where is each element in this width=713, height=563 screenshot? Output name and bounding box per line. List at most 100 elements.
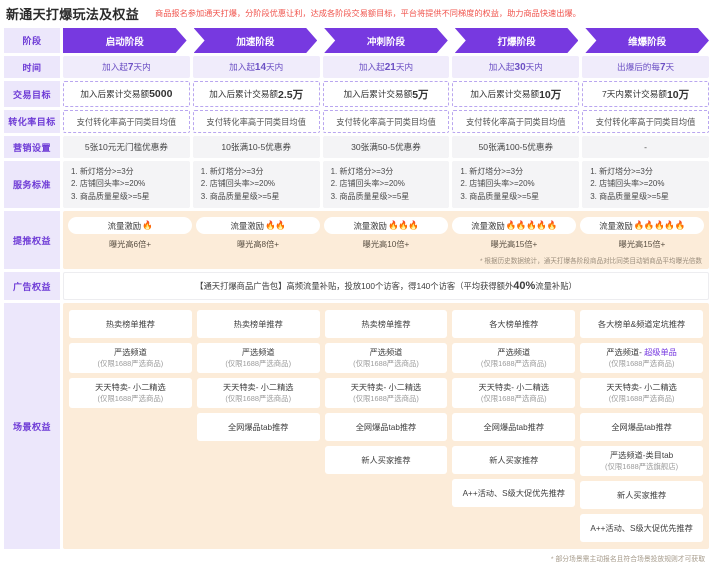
scene-card-title: 天天特卖- 小二精选 xyxy=(95,383,166,393)
scene-card-subtitle: (仅限1688严选商品) xyxy=(353,359,419,369)
scene-card-title: A++活动、S级大促优先推荐 xyxy=(462,488,565,498)
traffic-exposure-text: 曝光高10倍+ xyxy=(362,240,410,250)
traffic-exposure-text: 曝光高8倍+ xyxy=(236,240,280,250)
service-standard-line: 3. 商品质量星级>=5星 xyxy=(200,191,280,201)
scene-card-subtitle: (仅限1688严选商品) xyxy=(225,359,292,369)
scene-card-subtitle: (仅限1688严选商品) xyxy=(97,394,164,404)
service-standard-line: 1. 新灯塔分>=3分 xyxy=(200,167,264,176)
marketing-cell-4: 50张满100-5优惠券 xyxy=(452,136,580,158)
stage-chevron-2[interactable]: 加速阶段 xyxy=(194,28,318,53)
service-standard-line: 2. 店铺回头率>=20% xyxy=(460,179,535,189)
service-standard-line: 1. 新灯塔分>=3分 xyxy=(330,167,394,176)
scene-card[interactable]: 各大榜单&频道定坑推荐 xyxy=(580,310,703,339)
scene-card[interactable]: 全网爆品tab推荐 xyxy=(196,413,320,442)
row-scene-rights: 场景权益 热卖榜单推荐严选频道(仅限1688严选商品)天天特卖- 小二精选(仅限… xyxy=(4,303,709,550)
scene-card[interactable]: 热卖榜单推荐 xyxy=(196,310,320,339)
scene-card[interactable]: 严选频道- 超级单品(仅限1688严选商品) xyxy=(580,343,703,374)
fire-icon: 🔥🔥 xyxy=(265,220,286,231)
scene-card[interactable]: 天天特卖- 小二精选(仅限1688严选商品) xyxy=(580,378,703,409)
scene-card[interactable]: 热卖榜单推荐 xyxy=(324,310,448,339)
traffic-cell-2: 流量激励🔥🔥曝光高8倍+ xyxy=(196,217,320,250)
fire-icon: 🔥🔥🔥🔥🔥 xyxy=(505,220,558,231)
scene-card[interactable]: A++活动、S级大促优先推荐 xyxy=(452,479,576,508)
marketing-cell-5: - xyxy=(582,136,709,158)
conversion-goal-cell-2: 支付转化率高于同类目均值 xyxy=(192,110,320,133)
service-standard-line: 3. 商品质量星级>=5星 xyxy=(590,191,669,201)
scene-card-title: 严选频道 xyxy=(114,348,147,358)
scene-card-title: 全网爆品tab推荐 xyxy=(227,422,289,432)
service-standard-line: 3. 商品质量星级>=5星 xyxy=(330,191,410,201)
stage-chevron-3[interactable]: 冲刺阶段 xyxy=(324,28,448,53)
scene-card-title: A++活动、S级大促优先推荐 xyxy=(590,523,693,533)
scene-card[interactable]: 天天特卖- 小二精选(仅限1688严选商品) xyxy=(324,378,448,409)
traffic-incentive-label: 流量激励 xyxy=(353,220,387,231)
traffic-cells: 流量激励🔥曝光高6倍+流量激励🔥🔥曝光高8倍+流量激励🔥🔥🔥曝光高10倍+流量激… xyxy=(68,217,704,250)
traffic-cell-4: 流量激励🔥🔥🔥🔥🔥曝光高15倍+ xyxy=(452,217,576,250)
traffic-exposure-text: 曝光高15倍+ xyxy=(490,240,538,250)
scene-card-title: 严选频道-类目tab xyxy=(609,451,674,461)
scene-card[interactable]: 天天特卖- 小二精选(仅限1688严选商品) xyxy=(452,378,576,409)
row-label-scene: 场景权益 xyxy=(4,303,60,550)
scene-card-title: 全网爆品tab推荐 xyxy=(611,422,672,432)
scene-card[interactable]: 严选频道(仅限1688严选商品) xyxy=(452,343,576,374)
traffic-exposure-text: 曝光高15倍+ xyxy=(618,240,666,250)
conversion-goal-cells: 支付转化率高于同类目均值支付转化率高于同类目均值支付转化率高于同类目均值支付转化… xyxy=(63,110,709,133)
row-label-time: 时间 xyxy=(4,56,60,78)
row-ad-rights: 广告权益 【通天打爆商品广告包】高频流量补贴，投放100个访客，得140个访客（… xyxy=(4,272,709,301)
service-standard-line: 3. 商品质量星级>=5星 xyxy=(460,191,540,201)
fire-icon: 🔥🔥🔥🔥🔥 xyxy=(633,220,686,231)
scene-card[interactable]: 新人买家推荐 xyxy=(452,446,576,475)
scene-card-subtitle: (仅限1688严选商品) xyxy=(608,394,675,404)
scene-card[interactable]: 严选频道(仅限1688严选商品) xyxy=(324,343,448,374)
traffic-cell-1: 流量激励🔥曝光高6倍+ xyxy=(68,217,192,250)
scene-card-title: 热卖榜单推荐 xyxy=(361,319,411,329)
scene-card[interactable]: 严选频道(仅限1688严选商品) xyxy=(69,343,192,374)
traffic-exposure-text: 曝光高6倍+ xyxy=(108,240,152,250)
service-standard-line: 1. 新灯塔分>=3分 xyxy=(460,167,524,176)
scene-card-title: 热卖榜单推荐 xyxy=(233,319,283,329)
traffic-incentive-label: 流量激励 xyxy=(107,220,142,231)
scene-card[interactable]: 热卖榜单推荐 xyxy=(69,310,192,339)
traffic-cell-5: 流量激励🔥🔥🔥🔥🔥曝光高15倍+ xyxy=(580,217,704,250)
stage-chevron-5[interactable]: 维爆阶段 xyxy=(585,28,709,53)
scene-card-title: 全网爆品tab推荐 xyxy=(355,422,417,432)
scene-card[interactable]: 全网爆品tab推荐 xyxy=(324,413,448,442)
service-standard-line: 3. 商品质量星级>=5星 xyxy=(71,191,150,201)
scene-card-title: 全网爆品tab推荐 xyxy=(483,422,545,432)
scene-card[interactable]: 新人买家推荐 xyxy=(580,481,703,510)
page-footnote: * 部分场景需主动报名且符合场景投放规则才可获取 xyxy=(550,556,705,563)
marketing-cell-1: 5张10元无门槛优惠券 xyxy=(63,136,190,158)
page-header: 新通天打爆玩法及权益 商品报名参加通天打爆，分阶段优惠让利，达成各阶段交易额目标… xyxy=(0,0,713,28)
scene-card[interactable]: 严选频道(仅限1688严选商品) xyxy=(196,343,320,374)
scene-card[interactable]: 天天特卖- 小二精选(仅限1688严选商品) xyxy=(196,378,320,409)
row-label-conversion-goal: 转化率目标 xyxy=(4,110,60,133)
service-standard-line: 2. 店铺回头率>=20% xyxy=(71,179,146,189)
scene-card[interactable]: 天天特卖- 小二精选(仅限1688严选商品) xyxy=(69,378,192,409)
scene-column-3: 热卖榜单推荐严选频道(仅限1688严选商品)天天特卖- 小二精选(仅限1688严… xyxy=(324,310,448,542)
scene-card[interactable]: 全网爆品tab推荐 xyxy=(580,413,703,442)
scene-card[interactable]: 严选频道-类目tab(仅限1688严选旗舰店) xyxy=(580,446,703,477)
scene-card-title: 各大榜单推荐 xyxy=(489,319,539,329)
scene-column-5: 各大榜单&频道定坑推荐严选频道- 超级单品(仅限1688严选商品) 天天特卖- 小… xyxy=(580,310,703,543)
scene-card-title: 天天特卖- 小二精选 xyxy=(350,383,422,393)
scene-column-1: 热卖榜单推荐严选频道(仅限1688严选商品)天天特卖- 小二精选(仅限1688严… xyxy=(69,310,192,542)
stage-chevron-4[interactable]: 打爆阶段 xyxy=(455,28,579,53)
scene-card[interactable]: 各大榜单推荐 xyxy=(452,310,576,339)
stage-chevron-1[interactable]: 启动阶段 xyxy=(63,28,187,53)
scene-card[interactable]: 新人买家推荐 xyxy=(324,446,448,475)
scene-card-title: 新人买家推荐 xyxy=(489,455,539,465)
traffic-incentive-pill: 流量激励🔥🔥🔥 xyxy=(324,217,448,235)
scene-card[interactable]: A++活动、S级大促优先推荐 xyxy=(580,514,703,543)
conversion-goal-cell-3: 支付转化率高于同类目均值 xyxy=(322,110,450,133)
row-label-stage: 阶段 xyxy=(4,28,60,53)
row-traffic-rights: 提推权益 流量激励🔥曝光高6倍+流量激励🔥🔥曝光高8倍+流量激励🔥🔥🔥曝光高10… xyxy=(4,211,709,270)
scene-card[interactable]: 全网爆品tab推荐 xyxy=(452,413,576,442)
